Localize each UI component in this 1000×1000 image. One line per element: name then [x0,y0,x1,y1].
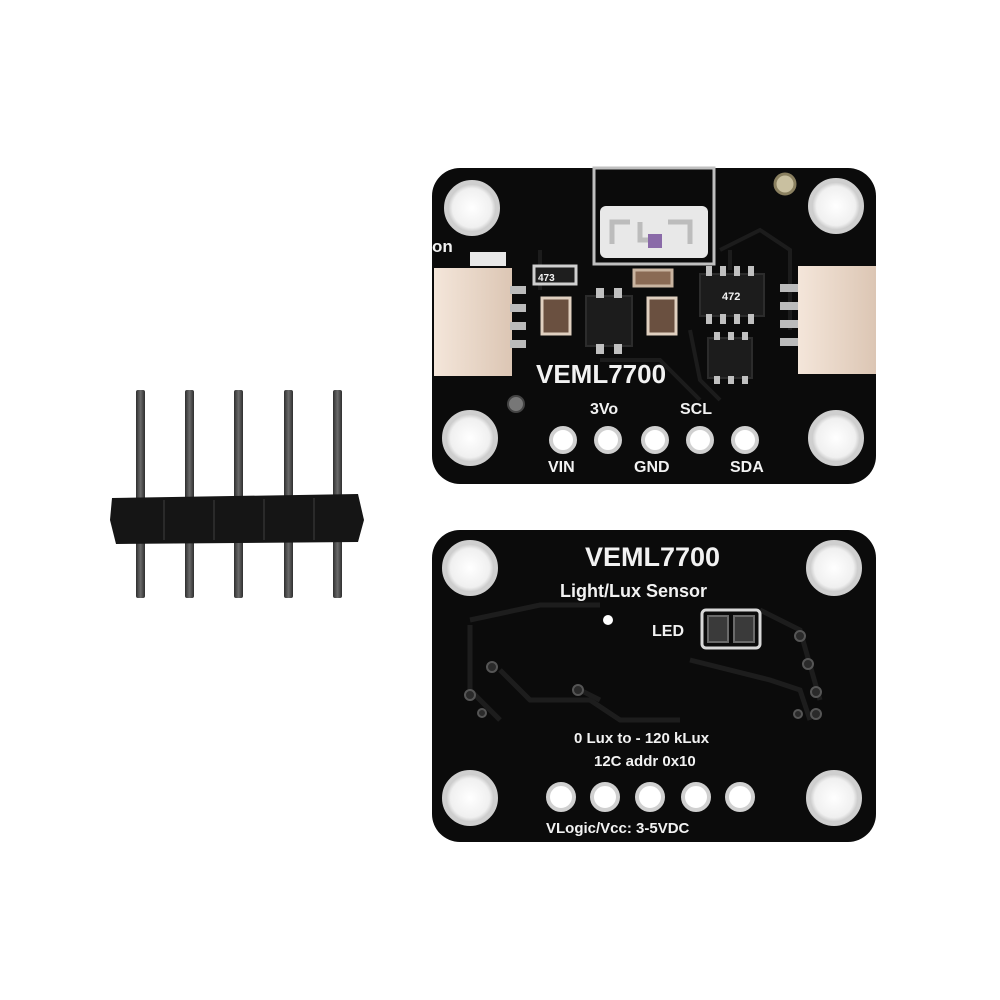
mounting-hole [806,770,862,826]
front-components: 473 472 [507,264,765,413]
back-pin-pads [546,782,755,812]
sensor-subtitle: Light/Lux Sensor [560,581,707,601]
on-label: on [432,237,453,256]
lux-range-label: 0 Lux to - 120 kLux [574,730,710,747]
stemma-connector-right [780,266,876,374]
voltage-regulator [585,295,633,347]
pin-pad [641,426,669,454]
header-pin [234,390,243,598]
back-pcb [432,530,876,842]
led-label: LED [652,623,684,640]
header-plastic-strip [110,494,364,544]
mounting-hole [808,178,864,234]
capacitor [632,268,674,288]
i2c-address-label: 12C addr 0x10 [594,753,696,770]
power-led [470,252,506,266]
front-model-label: VEML7700 [536,359,666,389]
back-mounting-holes [442,540,862,826]
test-pad [773,172,797,196]
sensor-outline [592,166,716,266]
jumper-outline [700,608,762,650]
mounting-hole [442,410,498,466]
pin-pad [731,426,759,454]
connector-housing [434,268,512,376]
mounting-hole [444,180,500,236]
led-hole [603,615,613,625]
jumper-pad [733,615,755,643]
pin-pad [549,426,577,454]
front-pin-pads [549,426,759,454]
chip-code: 472 [722,291,740,303]
mounting-hole [806,540,862,596]
pin-pad [686,426,714,454]
pin-pad [590,782,620,812]
back-traces [467,602,823,723]
mounting-hole [442,770,498,826]
front-board: on 473 472 [432,166,876,484]
mounting-hole [442,540,498,596]
header-pin [333,390,342,598]
capacitor [646,296,678,336]
pin-pad [681,782,711,812]
resistor-code: 473 [538,273,555,284]
capacitor [540,296,572,336]
header-pin [284,390,293,598]
pin-label-3vo: 3Vo [590,401,618,418]
pin-label-scl: SCL [680,401,712,418]
header-pins [136,390,342,598]
light-sensor-window [592,166,716,266]
connector-housing [798,266,876,374]
sensor-chip [600,206,708,258]
photodiode [648,234,662,248]
voltage-label: VLogic/Vcc: 3-5VDC [546,820,690,837]
front-mounting-holes [442,178,864,466]
pin-pad [635,782,665,812]
back-model-label: VEML7700 [585,542,720,572]
back-board: VEML7700 Light/Lux Sensor LED 0 Lux to -… [432,530,876,842]
pin-pad [594,426,622,454]
level-shifter-chip [699,273,765,317]
pin-pad [546,782,576,812]
jumper-pad [707,615,729,643]
resistor [532,264,578,286]
pin-label-vin: VIN [548,459,575,476]
mosfet-chip [707,337,753,379]
via [507,395,525,413]
mounting-hole [808,410,864,466]
pin-header [110,390,364,598]
pin-pad [725,782,755,812]
header-pin [136,390,145,598]
back-vias [464,630,822,720]
pin-label-gnd: GND [634,459,670,476]
stemma-connector-left [434,268,526,376]
header-pin [185,390,194,598]
led-jumper [700,608,762,650]
pin-label-sda: SDA [730,459,764,476]
